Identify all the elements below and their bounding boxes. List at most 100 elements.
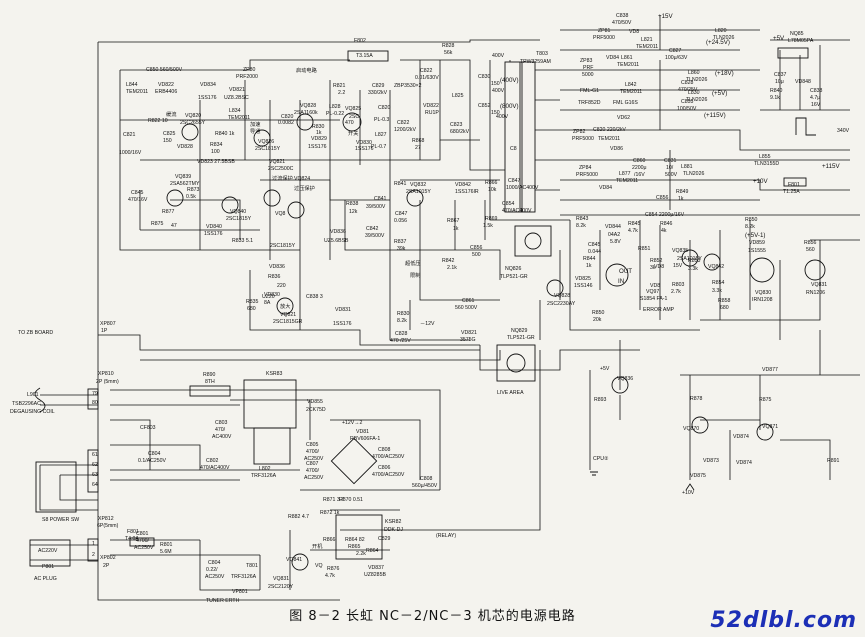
wire bbox=[98, 334, 480, 351]
fuse-f801 bbox=[129, 537, 155, 547]
voltage-label: (+5V) bbox=[712, 90, 727, 97]
component-label: 2SA1015Y bbox=[677, 256, 702, 262]
pin-number: 1 bbox=[92, 541, 95, 547]
component-label: C829 bbox=[372, 83, 385, 89]
component-label: 10k bbox=[488, 187, 497, 193]
component-label: 5.8V bbox=[610, 239, 621, 245]
component-label: 2SC1815Y bbox=[255, 146, 281, 152]
component-label: 8.2k bbox=[576, 223, 586, 229]
component-label: 500V bbox=[665, 172, 678, 178]
component-label: TEM2011 bbox=[620, 89, 642, 95]
component-label: VQ832 bbox=[410, 182, 426, 188]
component-label: 3.3k bbox=[712, 288, 722, 294]
component-label: VD821 bbox=[461, 330, 477, 336]
component-label: 3k bbox=[650, 265, 656, 271]
component-label: VQ842 bbox=[708, 264, 724, 270]
component-label: C841 bbox=[374, 196, 387, 202]
voltage-label: (+5V-1) bbox=[745, 232, 765, 239]
component-label: R850 bbox=[745, 217, 758, 223]
component-label: VD859 bbox=[749, 240, 765, 246]
component-label: C842 bbox=[366, 226, 379, 232]
component-label: PL-0.7 bbox=[371, 144, 386, 150]
component-label: L802 bbox=[259, 466, 271, 472]
component-label: 150 bbox=[163, 138, 172, 144]
error-amp-ic bbox=[605, 263, 629, 287]
component-label: R871 3.7 bbox=[323, 497, 344, 503]
component-label: VD81 bbox=[356, 429, 369, 435]
component-label: R840 1k bbox=[215, 131, 235, 137]
component-label: 8.2k bbox=[397, 318, 407, 324]
component-label: R801 bbox=[160, 542, 173, 548]
voltage-label: (+24.5V) bbox=[706, 39, 730, 46]
component-label: R850 bbox=[592, 310, 605, 316]
waveform bbox=[795, 117, 816, 136]
component-label: C808 bbox=[420, 476, 433, 482]
component-label: C854 2200μ/16V bbox=[645, 212, 685, 218]
component-label: 1P bbox=[101, 328, 108, 334]
component-label: VD834 bbox=[200, 82, 216, 88]
component-label: R872 1k bbox=[320, 510, 340, 516]
component-label: VD830 bbox=[264, 292, 280, 298]
component-label: C827 bbox=[669, 48, 682, 54]
component-label: 1SS176 bbox=[204, 231, 223, 237]
transistor-vq821b bbox=[276, 297, 294, 315]
wire bbox=[97, 42, 340, 601]
component-label: UZ8.2BSC bbox=[224, 95, 249, 101]
wire bbox=[489, 60, 570, 221]
component-label: RBV606FA-1 bbox=[350, 436, 380, 442]
wire bbox=[140, 140, 441, 161]
wire bbox=[439, 60, 480, 141]
component-label: 12k bbox=[349, 209, 358, 215]
component-label: 1.5k bbox=[483, 223, 493, 229]
component-label: TUNER ERTH bbox=[206, 598, 240, 604]
component-label: 2SA1160k bbox=[294, 110, 318, 116]
component-label: TLN3155D bbox=[754, 161, 779, 167]
component-label: C820 220/2kV bbox=[593, 127, 626, 133]
component-label: TLP521-GR bbox=[500, 274, 528, 280]
component-label: R866 bbox=[323, 537, 336, 543]
component-label: 1k bbox=[453, 226, 459, 232]
component-label: C831 bbox=[664, 158, 677, 164]
pin-number: 80 bbox=[92, 400, 98, 406]
component-label: L901 bbox=[27, 392, 39, 398]
component-label: R853 bbox=[688, 258, 701, 264]
component-label: 1SS146 bbox=[574, 283, 593, 289]
component-label: 2SC2655Y bbox=[180, 120, 206, 126]
component-label: 1k bbox=[678, 196, 684, 202]
component-label: C860 bbox=[633, 158, 646, 164]
component-label: 1000/AC400V bbox=[506, 185, 539, 191]
component-label: 8TH bbox=[205, 379, 215, 385]
component-label: 150 bbox=[491, 81, 500, 87]
component-label: VD842 bbox=[455, 182, 471, 188]
component-label: 8.2k bbox=[745, 224, 755, 230]
component-label: R834 bbox=[210, 142, 223, 148]
component-label: VQ97 bbox=[646, 289, 659, 295]
component-label: F802 bbox=[354, 38, 366, 44]
pin-number: 79 bbox=[92, 391, 98, 397]
component-label: R828 bbox=[442, 43, 455, 49]
component-label: VQ820 bbox=[185, 113, 201, 119]
degaussing-coil bbox=[34, 387, 46, 413]
component-label: R868 bbox=[412, 138, 425, 144]
transistor-vq840 bbox=[221, 196, 239, 214]
component-label: R841 bbox=[394, 181, 407, 187]
transistor-vq821 bbox=[263, 189, 281, 207]
component-label: L825 bbox=[452, 93, 464, 99]
component-label: R836 bbox=[268, 274, 281, 280]
component-label: 4700/ bbox=[306, 468, 320, 474]
component-label: 1k bbox=[316, 130, 322, 136]
component-label: 导通 bbox=[250, 127, 261, 135]
transistor-vq830 bbox=[749, 257, 775, 283]
component-label: ZP80 bbox=[243, 67, 256, 73]
transistor-vq825 bbox=[342, 112, 362, 132]
component-label: 1SS176 bbox=[308, 144, 327, 150]
component-label: 400V bbox=[492, 88, 505, 94]
voltage-label: (+18V) bbox=[715, 70, 734, 77]
component-label: AC PLUG bbox=[34, 576, 57, 582]
component-label: 04A2 bbox=[608, 232, 620, 238]
fuse-f801-secondary bbox=[783, 177, 807, 187]
component-label: R837 bbox=[394, 239, 407, 245]
voltage-label: (400V) bbox=[500, 77, 519, 84]
